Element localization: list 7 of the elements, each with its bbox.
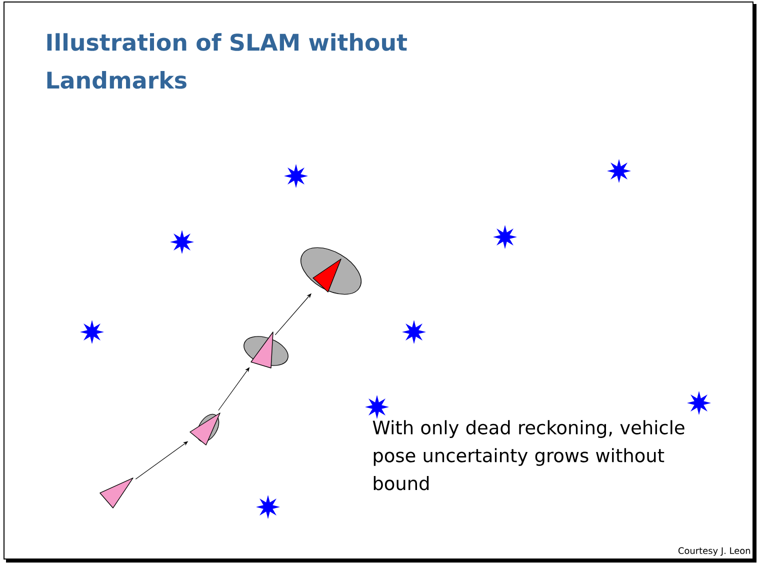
- slide-title: Illustration of SLAM without Landmarks: [47, 33, 407, 89]
- caption-text: With only dead reckoning, vehicle pose uncertainty grows without bound: [372, 420, 684, 490]
- vehicle-drawing: [244, 332, 288, 368]
- credit-text: Courtesy J. Leon: [678, 547, 750, 556]
- vehicle-drawing: [100, 478, 134, 508]
- vehicle-drawing: [190, 412, 220, 446]
- vehicle-drawing: [300, 247, 362, 295]
